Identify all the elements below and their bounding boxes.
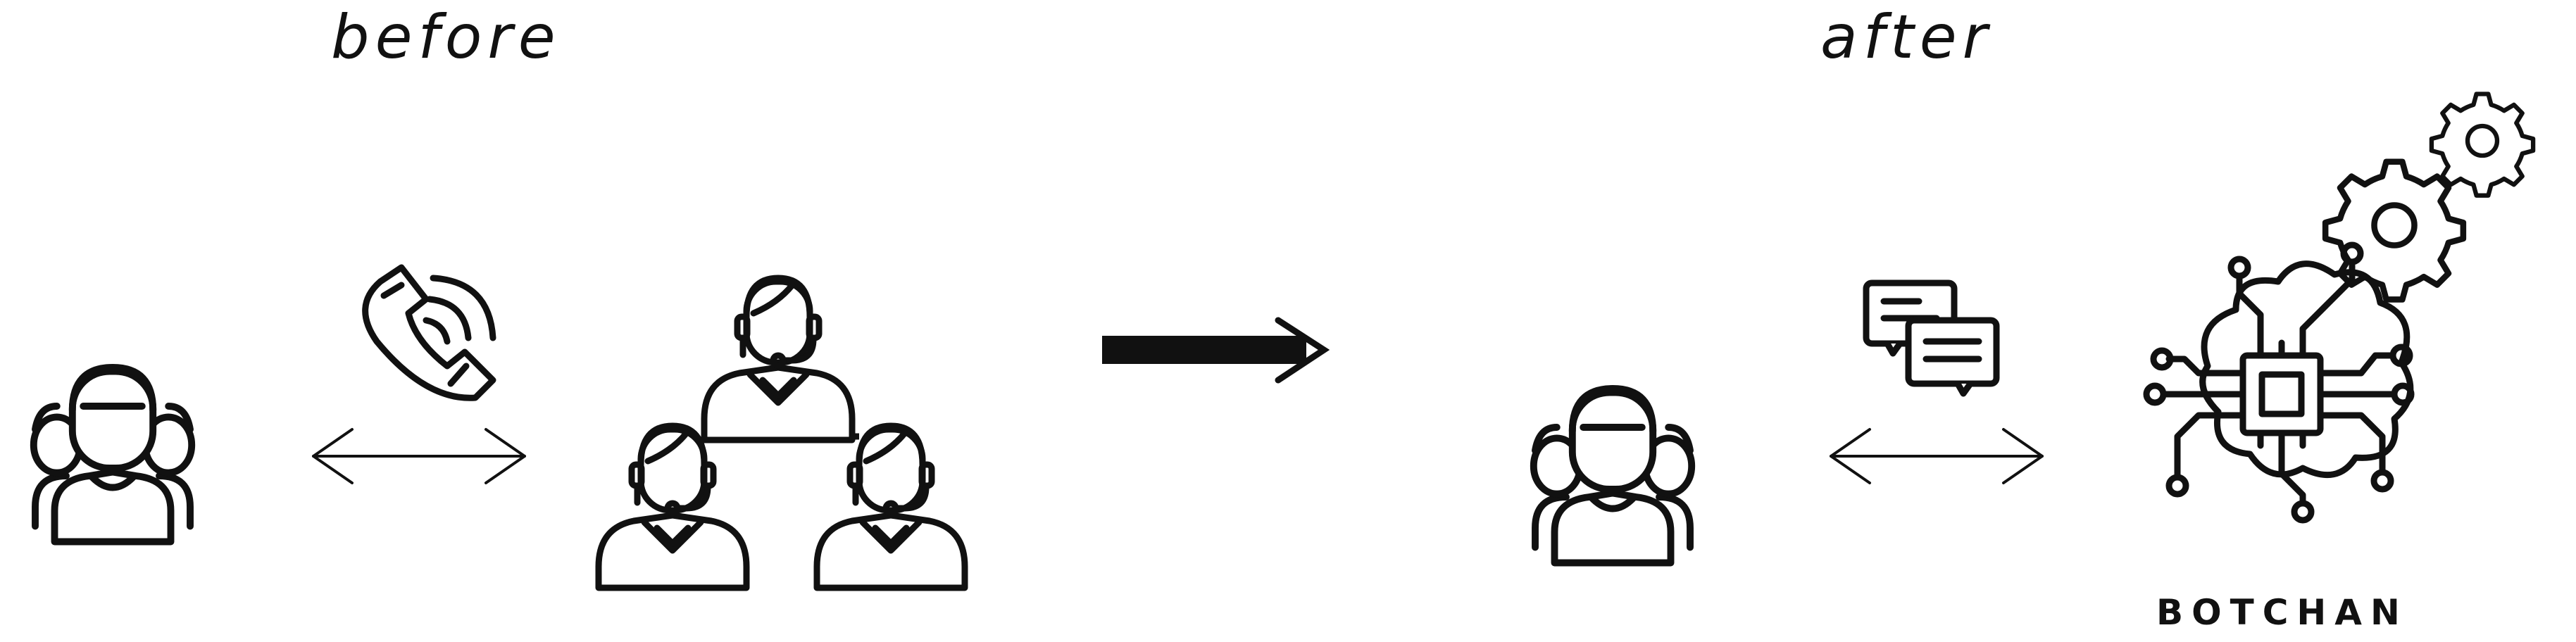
phone-call-icon — [362, 264, 496, 401]
chat-bubbles-icon — [1863, 279, 2000, 397]
ai-chip-brain-icon — [2143, 241, 2415, 524]
before-label: before — [331, 2, 561, 73]
customer-group-icon — [34, 367, 192, 542]
customer-group-icon — [1534, 389, 1692, 563]
bot-name-label: BOTCHAN — [2156, 592, 2408, 633]
gears-icon — [2325, 94, 2533, 300]
right-arrow-icon — [1102, 317, 1330, 384]
double-arrow-icon — [312, 428, 526, 484]
double-arrow-icon — [1830, 428, 2044, 484]
call-center-team-icon — [599, 278, 965, 588]
after-label: after — [1820, 2, 1993, 73]
